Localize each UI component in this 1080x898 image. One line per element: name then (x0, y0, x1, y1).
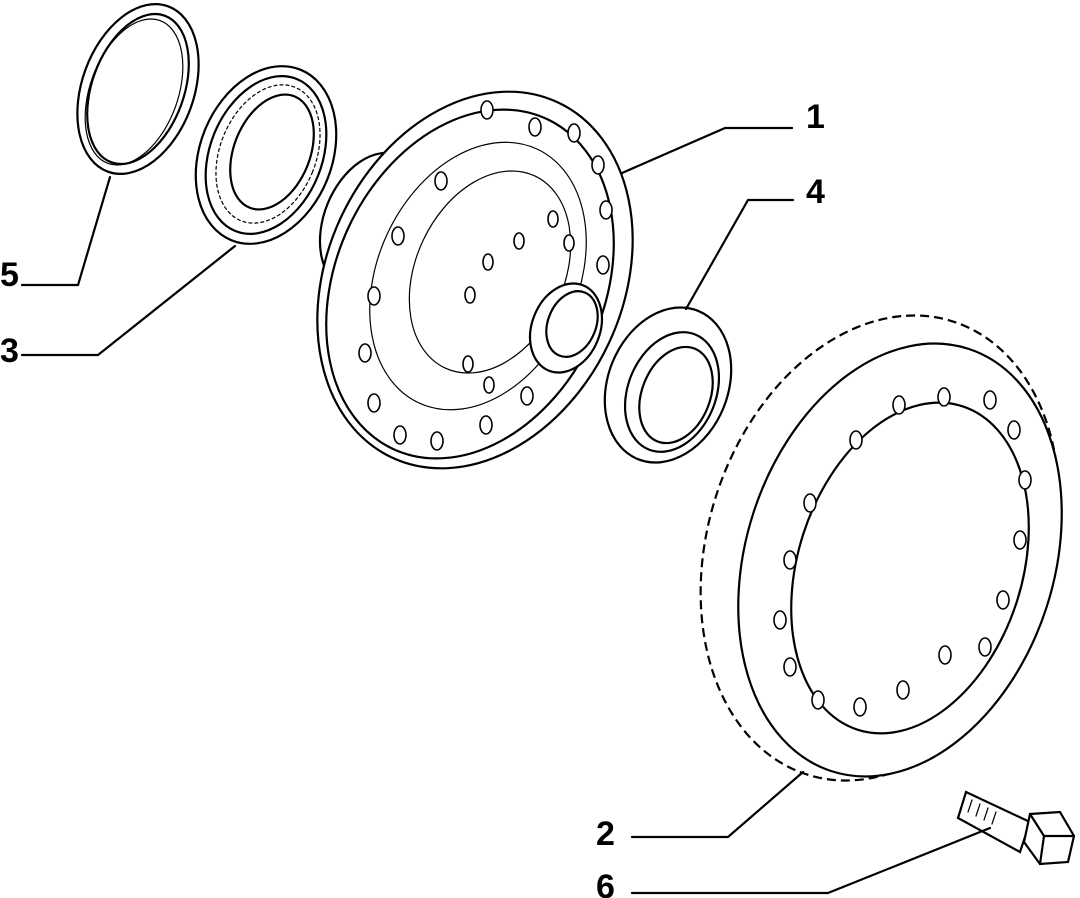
leader-line-3 (20, 244, 237, 357)
ring-gear-bolt-holes (773, 387, 1032, 717)
part-3-tapered-bearing (194, 65, 338, 245)
callout-label-3: 3 (0, 332, 19, 370)
part-6-bolt (956, 790, 1076, 866)
part-2-ring-gear (699, 314, 1063, 782)
leader-line-2 (630, 770, 805, 839)
callout-label-1: 1 (806, 98, 825, 136)
callout-label-6: 6 (596, 868, 615, 898)
part-5-bearing-race (76, 3, 200, 175)
leader-line-6 (630, 826, 992, 895)
leader-line-4 (684, 198, 795, 311)
leader-line-5 (20, 175, 112, 287)
callout-label-4: 4 (806, 173, 825, 211)
callout-label-2: 2 (596, 815, 615, 853)
part-4-front-bearing (603, 306, 733, 464)
leader-line-1 (620, 126, 794, 175)
part-1-differential-housing (316, 90, 634, 470)
callout-label-5: 5 (0, 256, 19, 294)
housing-bolt-holes (358, 100, 613, 451)
leader-lines (20, 126, 992, 895)
